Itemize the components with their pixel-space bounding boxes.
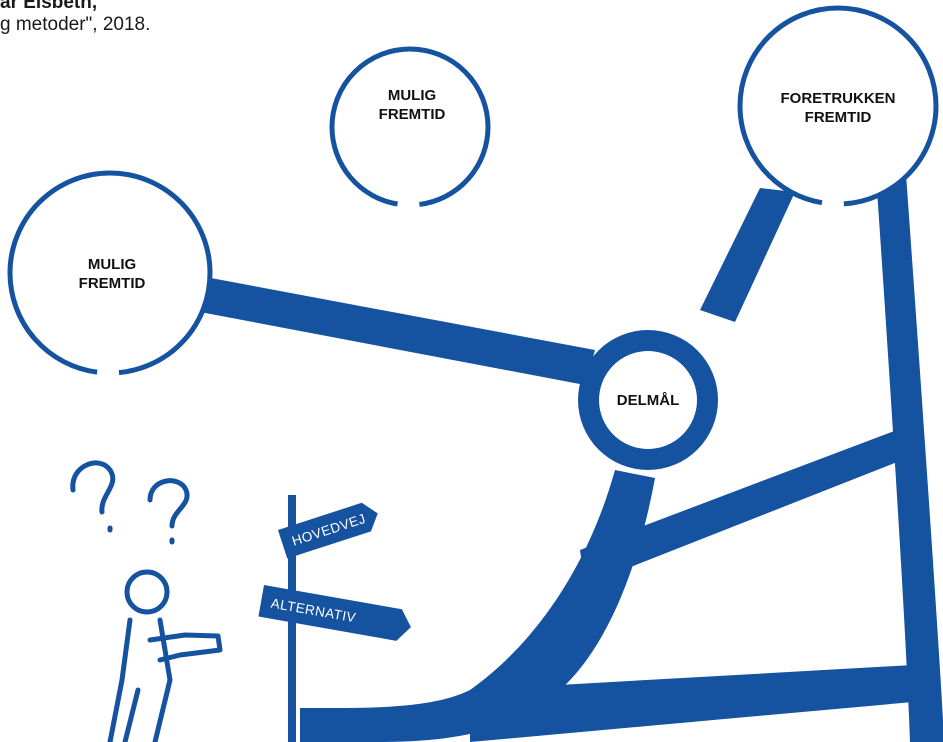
milestone-node: DELMÅL xyxy=(578,330,718,470)
possible-future-left-line2: FREMTID xyxy=(79,275,146,292)
milestone-label: DELMÅL xyxy=(617,392,680,409)
possible-future-top-line1: MULIG xyxy=(388,87,436,104)
sign-alternative: ALTERNATIV xyxy=(258,585,411,641)
possible-future-left-node: MULIG FREMTID xyxy=(7,170,213,376)
credit-line-1: ar Elsbeth, xyxy=(0,0,98,13)
road-network xyxy=(200,160,943,742)
credit-line-2: g metoder", 2018. xyxy=(0,14,151,35)
road-milestone-to-preferred xyxy=(700,188,795,322)
possible-future-top-line2: FREMTID xyxy=(379,106,446,123)
possible-future-left-line1: MULIG xyxy=(88,256,136,273)
preferred-future-line2: FREMTID xyxy=(805,109,872,126)
possible-future-top-node: MULIG FREMTID xyxy=(329,46,491,208)
question-mark-icon xyxy=(70,460,190,545)
road-curve-to-bottom xyxy=(300,470,655,742)
road-diagonal-branch xyxy=(580,425,915,585)
preferred-future-line1: FORETRUKKEN xyxy=(781,90,896,107)
source-credit: ar Elsbeth, g metoder", 2018. xyxy=(0,0,150,36)
preferred-future-node: FORETRUKKEN FREMTID xyxy=(737,5,939,207)
confused-person-icon xyxy=(107,569,223,742)
signpost-icon: HOVEDVEJ ALTERNATIV xyxy=(258,495,411,742)
road-left-to-milestone xyxy=(200,276,595,385)
road-bottom xyxy=(470,664,935,742)
